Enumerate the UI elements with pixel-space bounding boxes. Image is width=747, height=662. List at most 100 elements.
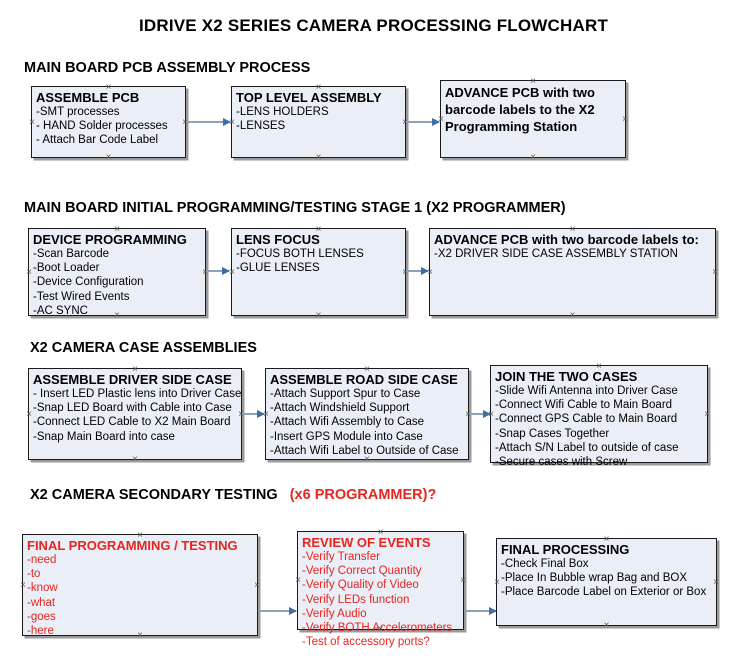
section-title-main-board-initial-programming: MAIN BOARD INITIAL PROGRAMMING/TESTING S… bbox=[24, 200, 566, 216]
connection-handle-top[interactable] bbox=[595, 362, 604, 371]
node-title: ASSEMBLE DRIVER SIDE CASE bbox=[33, 372, 232, 387]
node-line: -Attach Wifi Assembly to Case bbox=[270, 416, 425, 429]
connection-handle-bottom[interactable] bbox=[131, 455, 140, 464]
connection-handle-top[interactable] bbox=[314, 225, 323, 234]
node-body: -need -to -know -what -goes -here bbox=[27, 553, 253, 638]
node-body: -Verify Transfer -Verify Correct Quantit… bbox=[302, 550, 459, 649]
node-title: JOIN THE TWO CASES bbox=[495, 369, 638, 384]
connection-handle-bottom[interactable] bbox=[529, 153, 538, 162]
connection-handle-bottom[interactable] bbox=[314, 311, 323, 320]
node-assemble-driver-side-case[interactable]: ASSEMBLE DRIVER SIDE CASE - Insert LED P… bbox=[28, 368, 242, 460]
connection-handle-right[interactable] bbox=[401, 268, 410, 277]
connection-handle-top[interactable] bbox=[529, 77, 538, 86]
node-assemble-pcb[interactable]: ASSEMBLE PCB -SMT processes - HAND Solde… bbox=[31, 86, 186, 158]
node-line: -Snap Cases Together bbox=[495, 427, 610, 440]
node-review-of-events[interactable]: REVIEW OF EVENTS -Verify Transfer -Verif… bbox=[294, 528, 464, 648]
node-line: -what bbox=[27, 596, 56, 609]
node-line: -need bbox=[27, 554, 57, 566]
node-line: -GLUE LENSES bbox=[236, 262, 320, 275]
connection-handle-left[interactable] bbox=[437, 115, 446, 124]
connection-handle-right[interactable] bbox=[253, 581, 262, 590]
node-line: -LENSES bbox=[236, 120, 286, 133]
connection-handle-left[interactable] bbox=[493, 578, 502, 587]
node-top-level-assembly[interactable]: TOP LEVEL ASSEMBLY -LENS HOLDERS -LENSES bbox=[231, 86, 406, 158]
connection-handle-left[interactable] bbox=[228, 268, 237, 277]
connection-handle-left[interactable] bbox=[25, 410, 34, 419]
node-advance-pcb-to-programming-station[interactable]: ADVANCE PCB with two barcode labels to t… bbox=[440, 80, 626, 158]
node-line: -FOCUS BOTH LENSES bbox=[236, 248, 364, 260]
node-final-processing[interactable]: FINAL PROCESSING -Check Final Box -Place… bbox=[496, 538, 717, 626]
connection-handle-top[interactable] bbox=[314, 83, 323, 92]
connection-handle-left[interactable] bbox=[19, 581, 28, 590]
connection-handle-bottom[interactable] bbox=[376, 625, 385, 634]
connection-handle-right[interactable] bbox=[459, 576, 468, 585]
connection-handle-top[interactable] bbox=[104, 83, 113, 92]
connection-handle-left[interactable] bbox=[228, 118, 237, 127]
connection-handle-top[interactable] bbox=[568, 225, 577, 234]
node-line: -LENS HOLDERS bbox=[236, 106, 329, 118]
connection-handle-bottom[interactable] bbox=[595, 458, 604, 467]
node-title: ADVANCE PCB with two barcode labels to: bbox=[434, 232, 699, 247]
node-body: -FOCUS BOTH LENSES -GLUE LENSES bbox=[236, 247, 401, 275]
node-advance-pcb-to-driver-side-case[interactable]: ADVANCE PCB with two barcode labels to: … bbox=[429, 228, 716, 316]
arrow-head-icon bbox=[489, 606, 497, 615]
connection-handle-bottom[interactable] bbox=[113, 311, 122, 320]
arrow-head-icon bbox=[289, 606, 297, 615]
node-title: TOP LEVEL ASSEMBLY bbox=[236, 90, 382, 105]
connection-handle-bottom[interactable] bbox=[136, 631, 145, 640]
arrow-head-icon bbox=[222, 266, 230, 275]
connection-handle-left[interactable] bbox=[28, 118, 37, 127]
connection-handle-top[interactable] bbox=[131, 365, 140, 374]
node-line: -Verify Transfer bbox=[302, 551, 380, 563]
connector-review-of-events-to-final-processing bbox=[464, 606, 497, 615]
node-line: -Attach Support Spur to Case bbox=[270, 388, 421, 400]
node-body: -SMT processes - HAND Solder processes -… bbox=[36, 105, 181, 148]
connector-top-level-assembly-to-advance-pcb-station bbox=[406, 117, 440, 126]
node-title: ADVANCE PCB with two barcode labels to t… bbox=[445, 85, 595, 134]
node-line: -Insert GPS Module into Case bbox=[270, 430, 423, 443]
connection-handle-right[interactable] bbox=[621, 115, 630, 124]
node-line: -Connect Wifi Cable to Main Board bbox=[495, 399, 673, 412]
connection-handle-top[interactable] bbox=[376, 528, 385, 537]
connection-handle-right[interactable] bbox=[712, 578, 721, 587]
connector-assemble-pcb-to-top-level-assembly bbox=[186, 117, 231, 126]
node-join-the-two-cases[interactable]: JOIN THE TWO CASES -Slide Wifi Antenna i… bbox=[487, 362, 708, 468]
connection-handle-left[interactable] bbox=[487, 410, 496, 419]
node-line: -SMT processes bbox=[36, 106, 120, 118]
connection-handle-left[interactable] bbox=[262, 410, 271, 419]
connection-handle-left[interactable] bbox=[25, 268, 34, 277]
connection-handle-bottom[interactable] bbox=[568, 311, 577, 320]
node-line: -Check Final Box bbox=[501, 558, 589, 570]
node-line: -to bbox=[27, 568, 41, 581]
node-lens-focus[interactable]: LENS FOCUS -FOCUS BOTH LENSES -GLUE LENS… bbox=[231, 228, 406, 316]
node-device-programming[interactable]: DEVICE PROGRAMMING -Scan Barcode -Boot L… bbox=[25, 225, 206, 317]
connector-device-programming-to-lens-focus bbox=[206, 266, 230, 275]
section-title-x2-camera-case-assemblies: X2 CAMERA CASE ASSEMBLIES bbox=[30, 340, 257, 356]
connection-handle-bottom[interactable] bbox=[314, 153, 323, 162]
connection-handle-left[interactable] bbox=[294, 576, 303, 585]
node-line: -know bbox=[27, 582, 58, 595]
connection-handle-bottom[interactable] bbox=[104, 153, 113, 162]
connection-handle-bottom[interactable] bbox=[602, 621, 611, 630]
node-line: -X2 DRIVER SIDE CASE ASSEMBLY STATION bbox=[434, 248, 678, 260]
page-title: IDRIVE X2 SERIES CAMERA PROCESSING FLOWC… bbox=[138, 16, 609, 35]
node-line: -Attach Windshield Support bbox=[270, 402, 410, 415]
connection-handle-right[interactable] bbox=[711, 268, 720, 277]
node-title: REVIEW OF EVENTS bbox=[302, 535, 431, 550]
node-line: -Snap Main Board into case bbox=[33, 430, 175, 443]
connection-handle-left[interactable] bbox=[426, 268, 435, 277]
node-title: DEVICE PROGRAMMING bbox=[33, 232, 187, 247]
section-title-text: MAIN BOARD PCB ASSEMBLY PROCESS bbox=[24, 60, 311, 76]
node-final-programming-testing[interactable]: FINAL PROGRAMMING / TESTING -need -to -k… bbox=[19, 531, 258, 638]
connection-handle-top[interactable] bbox=[136, 531, 145, 540]
connection-handle-top[interactable] bbox=[113, 225, 122, 234]
connector-final-programming-to-review-of-events bbox=[258, 606, 297, 615]
connection-handle-right[interactable] bbox=[201, 268, 210, 277]
connection-handle-top[interactable] bbox=[363, 365, 372, 374]
section-title-accent: (x6 PROGRAMMER)? bbox=[289, 487, 437, 503]
connection-handle-right[interactable] bbox=[703, 410, 712, 419]
connection-handle-bottom[interactable] bbox=[363, 455, 372, 464]
node-line: -goes bbox=[27, 610, 56, 623]
node-assemble-road-side-case[interactable]: ASSEMBLE ROAD SIDE CASE -Attach Support … bbox=[265, 368, 469, 460]
connection-handle-top[interactable] bbox=[602, 535, 611, 544]
